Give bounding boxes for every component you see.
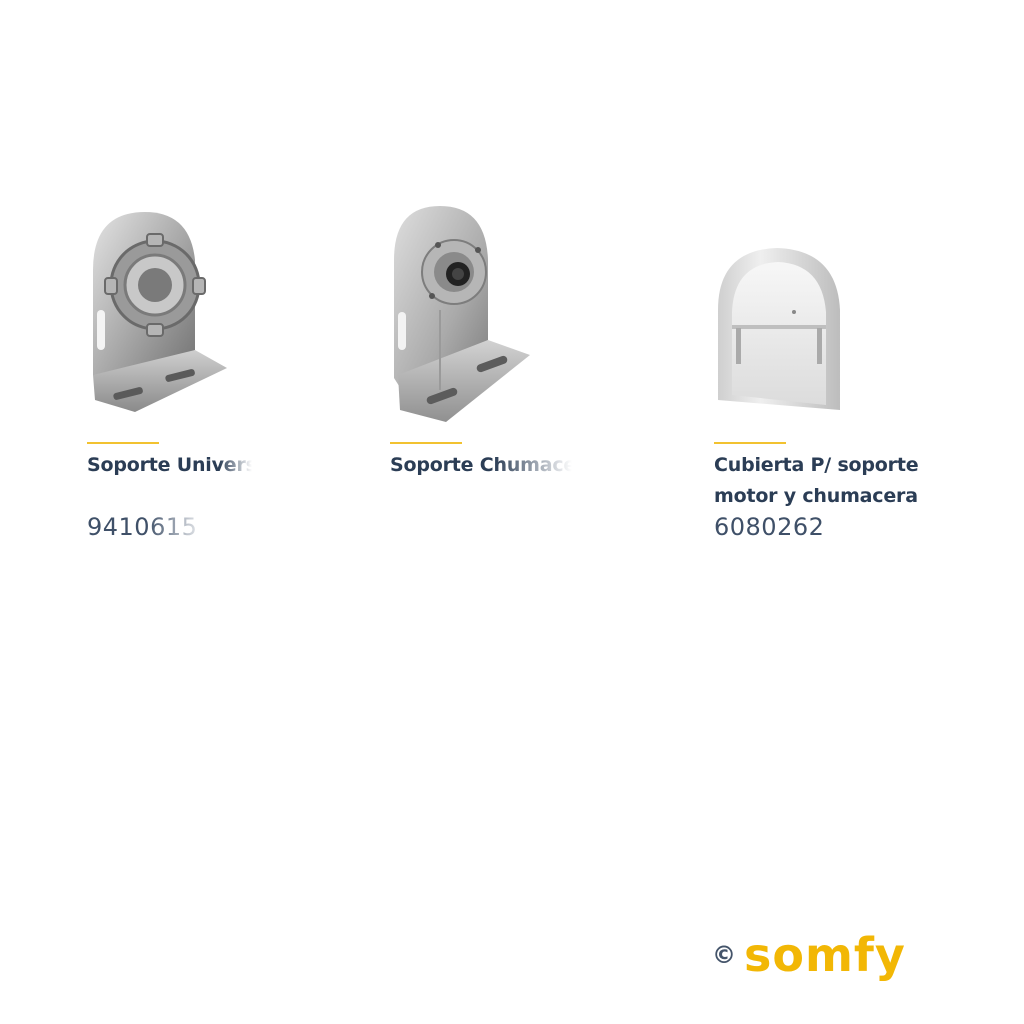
product-card-3[interactable]: Cubierta P/ soporte motor y chumacera 60… [712,200,962,541]
product-card-1[interactable]: Soporte Universal ángulo P/ motor 941061… [85,200,335,541]
accent-rule [87,442,159,444]
copyright-symbol: © [712,941,736,969]
product-image-bracket-bearing [388,200,638,430]
product-image-bracket-motor [85,200,335,430]
product-title: Cubierta P/ soporte motor y chumacera [714,454,919,507]
accent-rule [390,442,462,444]
brand-logo: © somfy [712,930,932,980]
accent-rule [714,442,786,444]
product-title: Soporte Chumacera Universal de ángulo [390,454,650,476]
product-code: 6080262 [714,513,825,541]
product-card-2[interactable]: Soporte Chumacera Universal de ángulo [388,200,650,476]
product-code: 9410615 [87,513,198,541]
product-title: Soporte Universal ángulo P/ motor [87,454,252,476]
product-image-cover [712,200,962,430]
somfy-wordmark: somfy [744,928,906,982]
